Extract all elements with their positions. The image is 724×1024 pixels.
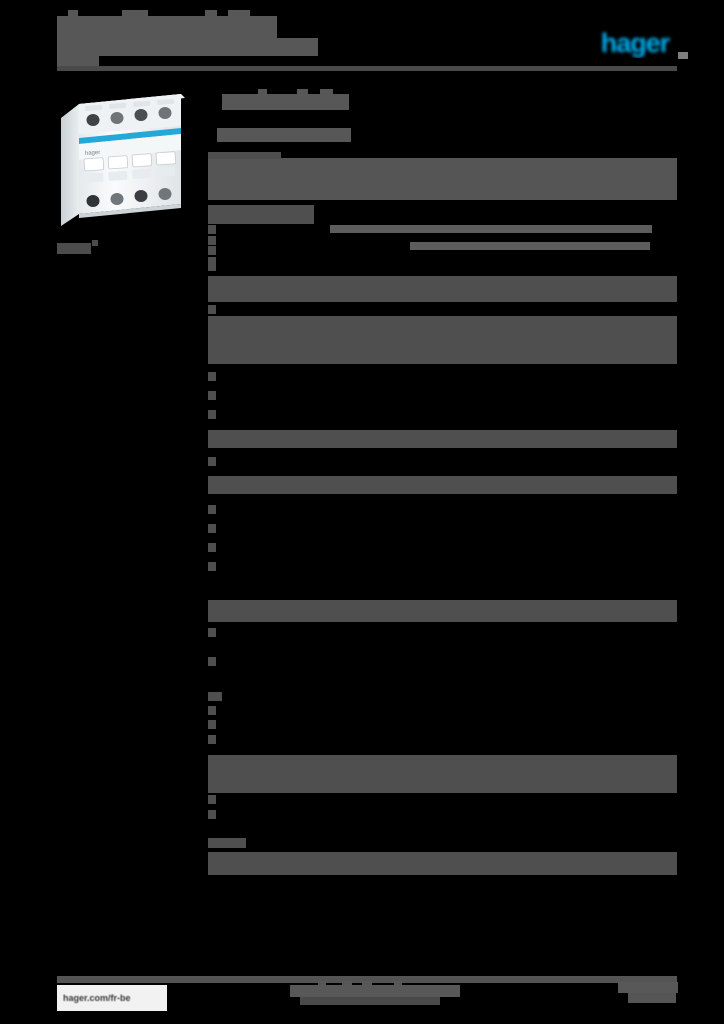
table-row-label-redacted xyxy=(208,795,216,804)
table-row-label-redacted xyxy=(208,410,216,419)
section-title-ascender xyxy=(258,89,267,95)
table-row-label-redacted xyxy=(208,692,222,701)
title-ascender xyxy=(205,10,217,18)
title-ascender xyxy=(68,10,78,18)
table-row-value-redacted xyxy=(410,242,650,250)
table-row-label-redacted xyxy=(208,628,216,637)
section-title-ascender xyxy=(297,89,308,95)
title-ascender xyxy=(122,10,148,18)
table-group-header-band xyxy=(208,158,677,200)
table-row-label-redacted xyxy=(208,476,677,494)
table-row-label-redacted xyxy=(208,305,216,314)
footer-divider xyxy=(57,976,677,983)
product-image-caption-mark xyxy=(92,240,98,246)
product-image-caption-redacted xyxy=(57,243,91,254)
footer-center-ascender xyxy=(318,981,326,987)
page-title-redacted xyxy=(57,16,277,38)
product-image: hager xyxy=(57,88,188,234)
table-row-label-redacted xyxy=(208,430,677,448)
table-row-label-redacted xyxy=(208,316,677,364)
title-ascender xyxy=(228,10,250,18)
section-title-redacted xyxy=(222,94,349,110)
table-row-label-redacted xyxy=(208,276,677,302)
table-row-label-redacted xyxy=(208,372,216,381)
table-row-value-redacted xyxy=(330,225,652,233)
product-image-svg: hager xyxy=(61,94,185,226)
page-title-block-redacted xyxy=(57,38,99,66)
hager-logo: hager xyxy=(592,28,678,58)
table-row-label-redacted xyxy=(208,205,314,224)
table-row-label-redacted xyxy=(208,838,246,848)
section-title-ascender xyxy=(320,89,333,95)
header-divider xyxy=(57,66,677,71)
table-row-label-redacted xyxy=(208,246,216,255)
table-row-label-redacted xyxy=(208,543,216,552)
table-row-label-redacted xyxy=(208,257,216,271)
table-row-label-redacted xyxy=(208,755,677,793)
table-row-label-redacted xyxy=(208,391,216,400)
footer-center-ascender xyxy=(342,981,352,987)
hager-logo-text: hager xyxy=(600,28,671,58)
table-row-label-redacted xyxy=(208,706,216,715)
section-subtitle-redacted xyxy=(217,128,351,142)
table-row-label-redacted xyxy=(208,225,216,234)
subtitle-ascender xyxy=(246,43,252,49)
svg-text:hager: hager xyxy=(85,150,101,157)
footer-page-number-redacted xyxy=(618,982,678,993)
page-subtitle-redacted xyxy=(98,38,318,56)
table-row-label-redacted xyxy=(208,657,216,666)
footer-center-ascender xyxy=(362,981,372,987)
footer-url-box[interactable]: hager.com/fr-be xyxy=(57,985,167,1011)
table-row-label-redacted xyxy=(208,852,677,875)
table-row-label-redacted xyxy=(208,720,216,729)
footer-center-ascender xyxy=(394,981,402,987)
table-row-label-redacted xyxy=(208,600,677,622)
subtitle-ascender xyxy=(168,43,174,49)
table-row-label-redacted xyxy=(208,735,216,744)
table-row-label-redacted xyxy=(208,562,216,571)
footer-url-text[interactable]: hager.com/fr-be xyxy=(63,993,131,1003)
footer-page-number-redacted-2 xyxy=(628,993,676,1003)
table-row-label-redacted xyxy=(208,810,216,819)
table-row-label-redacted xyxy=(208,457,216,466)
footer-center-text-redacted xyxy=(290,985,460,997)
footer-center-text-redacted-2 xyxy=(300,997,440,1005)
logo-registered-mark xyxy=(678,52,688,59)
table-row-label-redacted xyxy=(208,524,216,533)
table-row-label-redacted xyxy=(208,152,281,159)
table-row-label-redacted xyxy=(208,505,216,514)
table-row-label-redacted xyxy=(208,236,216,245)
